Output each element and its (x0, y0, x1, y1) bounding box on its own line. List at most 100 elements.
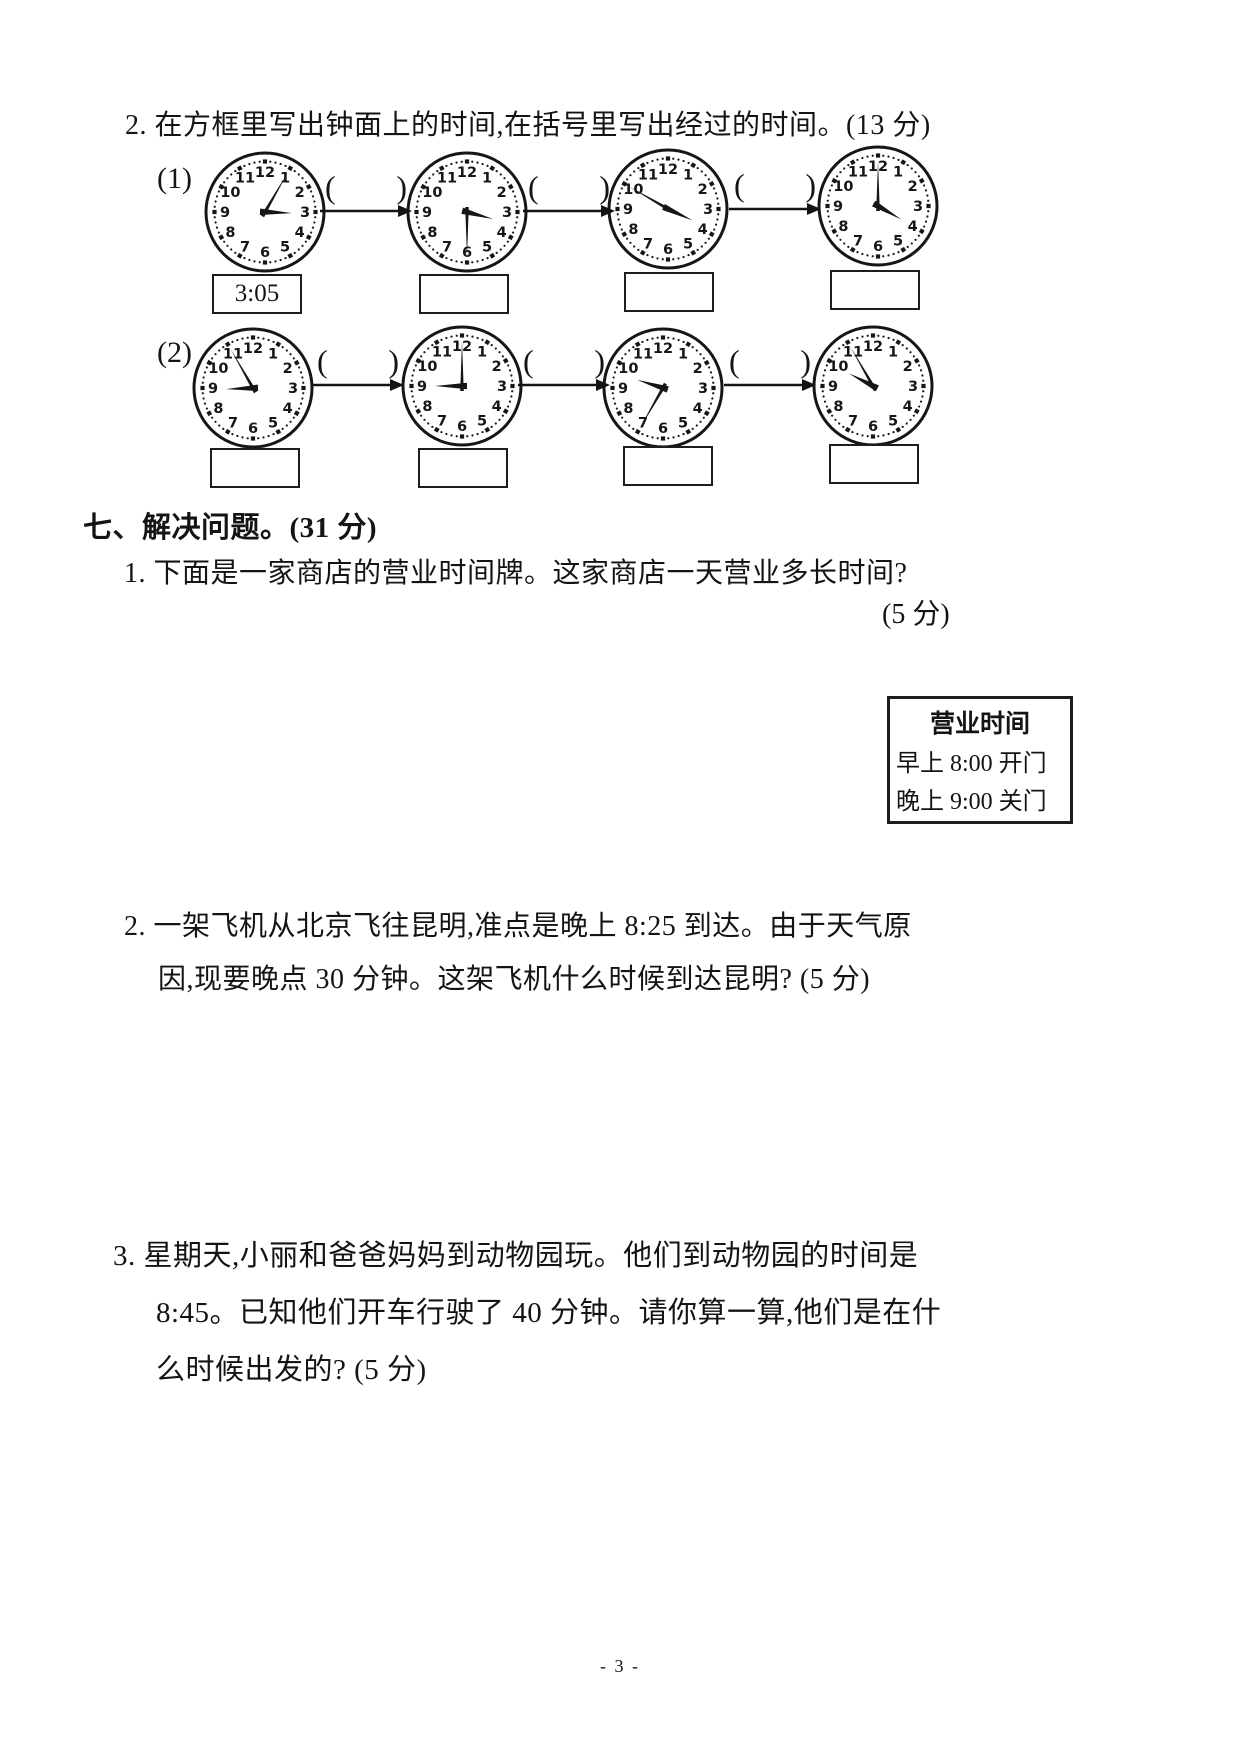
svg-text:6: 6 (457, 419, 467, 435)
paren-open: ( (734, 167, 745, 203)
svg-text:7: 7 (442, 240, 452, 256)
svg-text:6: 6 (868, 419, 878, 435)
svg-text:6: 6 (663, 242, 673, 258)
paren-open: ( (528, 169, 539, 205)
page-number: - 3 - (600, 1656, 640, 1676)
svg-text:10: 10 (417, 359, 437, 375)
business-hours-sign: 营业时间 早上 8:00 开门 晚上 9:00 关门 (887, 696, 1073, 824)
svg-text:9: 9 (208, 381, 218, 397)
svg-text:11: 11 (848, 164, 868, 180)
svg-text:12: 12 (863, 339, 883, 355)
svg-text:1: 1 (482, 170, 492, 186)
svg-text:2: 2 (497, 185, 507, 201)
svg-text:12: 12 (653, 341, 673, 357)
svg-text:4: 4 (492, 399, 502, 415)
svg-text:7: 7 (643, 237, 653, 253)
paren-close: ) (599, 169, 610, 205)
svg-text:7: 7 (638, 416, 648, 432)
svg-text:5: 5 (678, 416, 688, 432)
svg-text:10: 10 (623, 182, 643, 198)
elapsed-time-parens[interactable]: ( ) (528, 170, 610, 204)
svg-text:5: 5 (280, 240, 290, 256)
svg-text:12: 12 (457, 165, 477, 181)
svg-text:4: 4 (497, 225, 507, 241)
svg-text:2: 2 (283, 361, 293, 377)
svg-text:10: 10 (618, 361, 638, 377)
elapsed-time-gap[interactable]: ( ) (521, 170, 617, 218)
elapsed-time-gap[interactable]: ( ) (722, 344, 818, 392)
svg-text:7: 7 (853, 234, 863, 250)
svg-text:9: 9 (220, 205, 230, 221)
elapsed-time-parens[interactable]: ( ) (317, 344, 399, 378)
paren-close: ) (805, 167, 816, 203)
paren-close: ) (396, 169, 407, 205)
answer-box[interactable] (830, 270, 920, 310)
answer-box[interactable]: 3:05 (212, 274, 302, 314)
svg-text:11: 11 (843, 344, 863, 360)
paren-open: ( (317, 343, 328, 379)
answer-box[interactable] (829, 444, 919, 484)
svg-text:9: 9 (833, 199, 843, 215)
elapsed-time-parens[interactable]: ( ) (729, 344, 811, 378)
svg-text:10: 10 (208, 361, 228, 377)
svg-text:12: 12 (255, 165, 275, 181)
elapsed-time-parens[interactable]: ( ) (734, 168, 816, 202)
problem-2-text-line1: 2. 一架飞机从北京飞往昆明,准点是晚上 8:25 到达。由于天气原 (124, 911, 912, 942)
section-7-heading: 七、解决问题。(31 分) (83, 512, 378, 544)
svg-text:2: 2 (693, 361, 703, 377)
elapsed-time-gap[interactable]: ( ) (310, 344, 406, 392)
svg-text:8: 8 (623, 401, 633, 417)
svg-text:1: 1 (893, 164, 903, 180)
elapsed-time-gap[interactable]: ( ) (516, 344, 612, 392)
answer-box[interactable] (418, 448, 508, 488)
answer-box[interactable] (210, 448, 300, 488)
elapsed-time-gap[interactable]: ( ) (727, 168, 823, 216)
answer-box[interactable] (624, 272, 714, 312)
arrow-right-icon (729, 202, 821, 216)
svg-text:11: 11 (223, 346, 243, 362)
svg-text:1: 1 (477, 344, 487, 360)
answer-box[interactable] (419, 274, 509, 314)
svg-text:11: 11 (432, 344, 452, 360)
svg-text:8: 8 (225, 225, 235, 241)
svg-text:7: 7 (848, 414, 858, 430)
svg-text:9: 9 (828, 379, 838, 395)
paren-open: ( (325, 169, 336, 205)
svg-text:9: 9 (422, 205, 432, 221)
svg-text:7: 7 (437, 414, 447, 430)
svg-text:12: 12 (658, 162, 678, 178)
svg-text:2: 2 (908, 179, 918, 195)
svg-text:3: 3 (300, 205, 310, 221)
answer-box[interactable] (623, 446, 713, 486)
svg-text:4: 4 (908, 219, 918, 235)
problem-3-text-line2: 8:45。已知他们开车行驶了 40 分钟。请你算一算,他们是在什 (156, 1297, 942, 1329)
svg-text:5: 5 (268, 416, 278, 432)
row-1-label: (1) (157, 162, 192, 195)
elapsed-time-parens[interactable]: ( ) (523, 344, 605, 378)
arrow-right-icon (320, 204, 412, 218)
elapsed-time-parens[interactable]: ( ) (325, 170, 407, 204)
elapsed-time-gap[interactable]: ( ) (318, 170, 414, 218)
svg-text:11: 11 (638, 167, 658, 183)
svg-text:4: 4 (295, 225, 305, 241)
row-2-label: (2) (157, 336, 192, 369)
svg-text:8: 8 (628, 222, 638, 238)
problem-3-text-line3: 么时候出发的? (5 分) (156, 1354, 427, 1386)
svg-text:12: 12 (243, 341, 263, 357)
svg-text:5: 5 (477, 414, 487, 430)
svg-text:8: 8 (213, 401, 223, 417)
svg-text:2: 2 (698, 182, 708, 198)
arrow-right-icon (518, 378, 610, 392)
svg-text:4: 4 (698, 222, 708, 238)
svg-text:3: 3 (703, 202, 713, 218)
svg-text:5: 5 (893, 234, 903, 250)
svg-text:3: 3 (502, 205, 512, 221)
svg-text:4: 4 (283, 401, 293, 417)
svg-text:10: 10 (422, 185, 442, 201)
svg-text:2: 2 (492, 359, 502, 375)
